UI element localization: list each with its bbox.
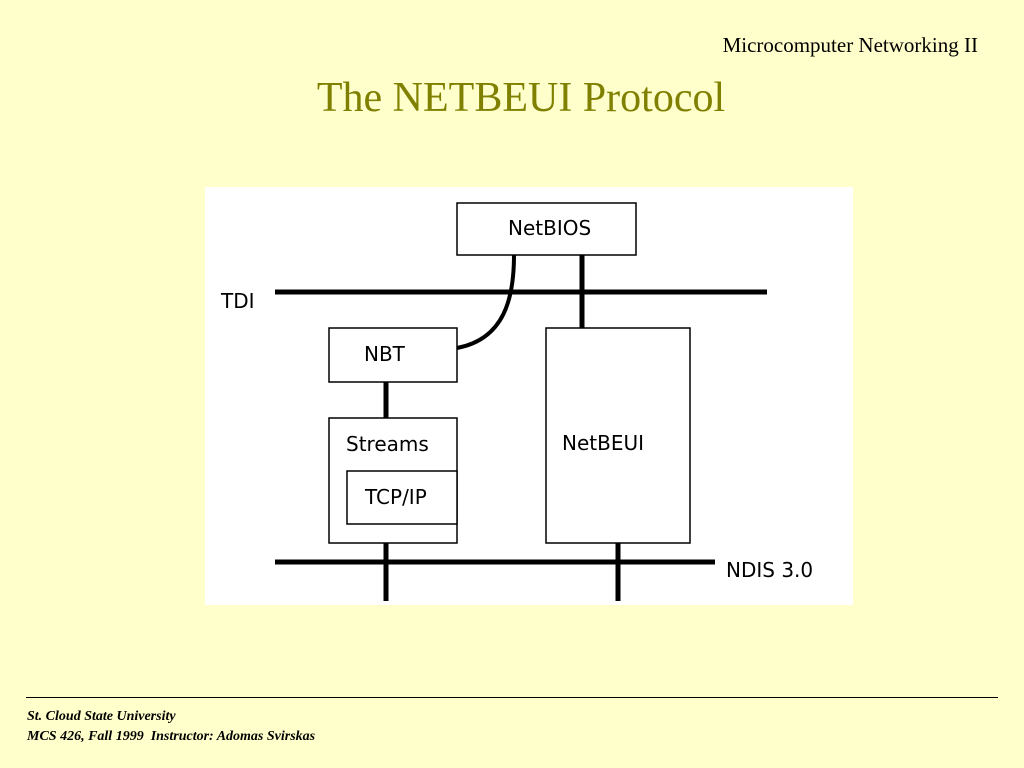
netbeui-box xyxy=(545,327,691,544)
slide-title: The NETBEUI Protocol xyxy=(316,75,726,121)
tcpip-label: TCP/IP xyxy=(364,485,427,509)
netbios-label: NetBIOS xyxy=(508,216,591,240)
netbios-to-nbt-connector xyxy=(456,254,516,350)
footer-university: St. Cloud State University xyxy=(27,709,176,724)
tdi-label: TDI xyxy=(220,289,255,313)
footer-divider xyxy=(26,697,998,698)
nbt-label: NBT xyxy=(364,342,406,366)
footer-course-info: MCS 426, Fall 1999 Instructor: Adomas Sv… xyxy=(27,729,316,744)
netbeui-label: NetBEUI xyxy=(562,431,644,455)
streams-label: Streams xyxy=(346,432,429,456)
ndis-label: NDIS 3.0 xyxy=(726,558,813,582)
netbios-box xyxy=(456,202,637,256)
nbt-box xyxy=(328,327,458,383)
tcpip-box xyxy=(346,470,458,525)
protocol-diagram: NetBIOS NBT Streams TCP/IP NetBEUI TDI N… xyxy=(205,187,853,605)
course-header: Microcomputer Networking II xyxy=(722,33,978,57)
